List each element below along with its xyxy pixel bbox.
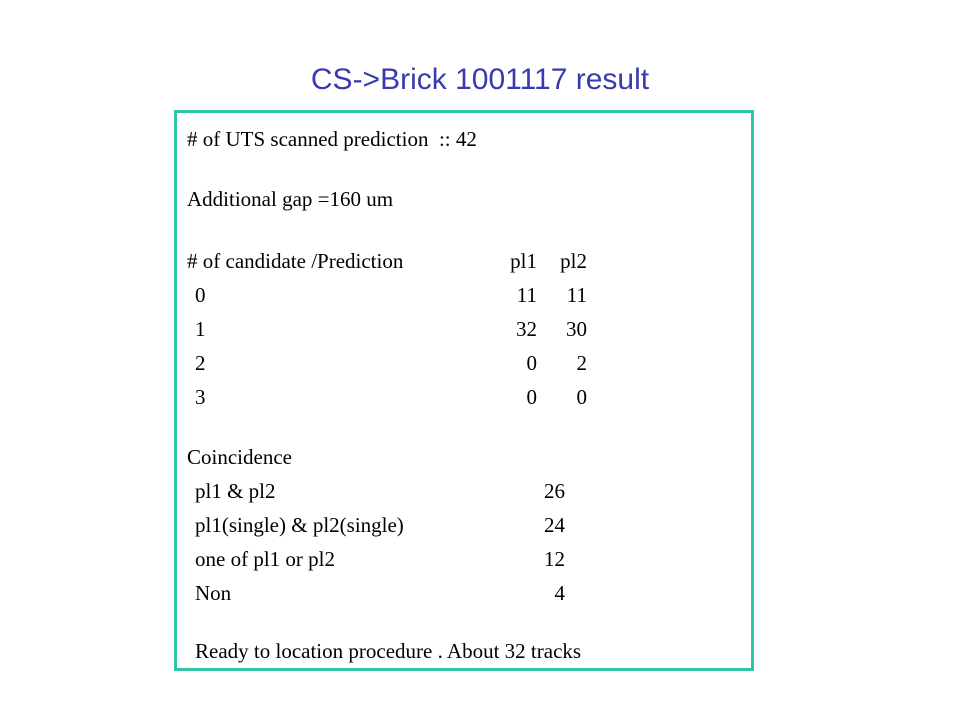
candidate-row-n: 3: [195, 385, 206, 409]
coincidence-row-label: one of pl1 or pl2: [195, 547, 335, 571]
candidate-row-pl2: 11: [566, 283, 587, 307]
coincidence-row-value: 24: [544, 513, 565, 537]
coincidence-row-label: pl1 & pl2: [195, 479, 276, 503]
candidate-row-pl2: 0: [576, 385, 588, 409]
candidate-header-pl2: pl2: [560, 249, 587, 273]
result-box: # of UTS scanned prediction :: 42 Additi…: [174, 110, 754, 671]
candidate-row-pl1: 11: [516, 283, 537, 307]
coincidence-row-value: 4: [554, 581, 566, 605]
candidate-header-label: # of candidate /Prediction: [187, 249, 404, 273]
scanned-prediction-line: # of UTS scanned prediction :: 42: [187, 127, 477, 151]
coincidence-heading: Coincidence: [187, 445, 292, 469]
candidate-row-n: 0: [195, 283, 206, 307]
candidate-row-pl2: 2: [576, 351, 588, 375]
slide-title: CS->Brick 1001117 result: [310, 63, 650, 96]
candidate-row-n: 1: [195, 317, 206, 341]
coincidence-row-value: 26: [544, 479, 565, 503]
footer-line: Ready to location procedure . About 32 t…: [195, 639, 582, 663]
coincidence-row-label: pl1(single) & pl2(single): [195, 513, 404, 537]
candidate-row-n: 2: [195, 351, 206, 375]
candidate-row-pl1: 32: [516, 317, 537, 341]
candidate-row-pl2: 30: [566, 317, 587, 341]
candidate-row-pl1: 0: [526, 385, 538, 409]
coincidence-row-value: 12: [544, 547, 565, 571]
additional-gap-line: Additional gap =160 um: [187, 187, 394, 211]
coincidence-row-label: Non: [195, 581, 232, 605]
candidate-header-pl1: pl1: [510, 249, 537, 273]
candidate-row-pl1: 0: [526, 351, 538, 375]
